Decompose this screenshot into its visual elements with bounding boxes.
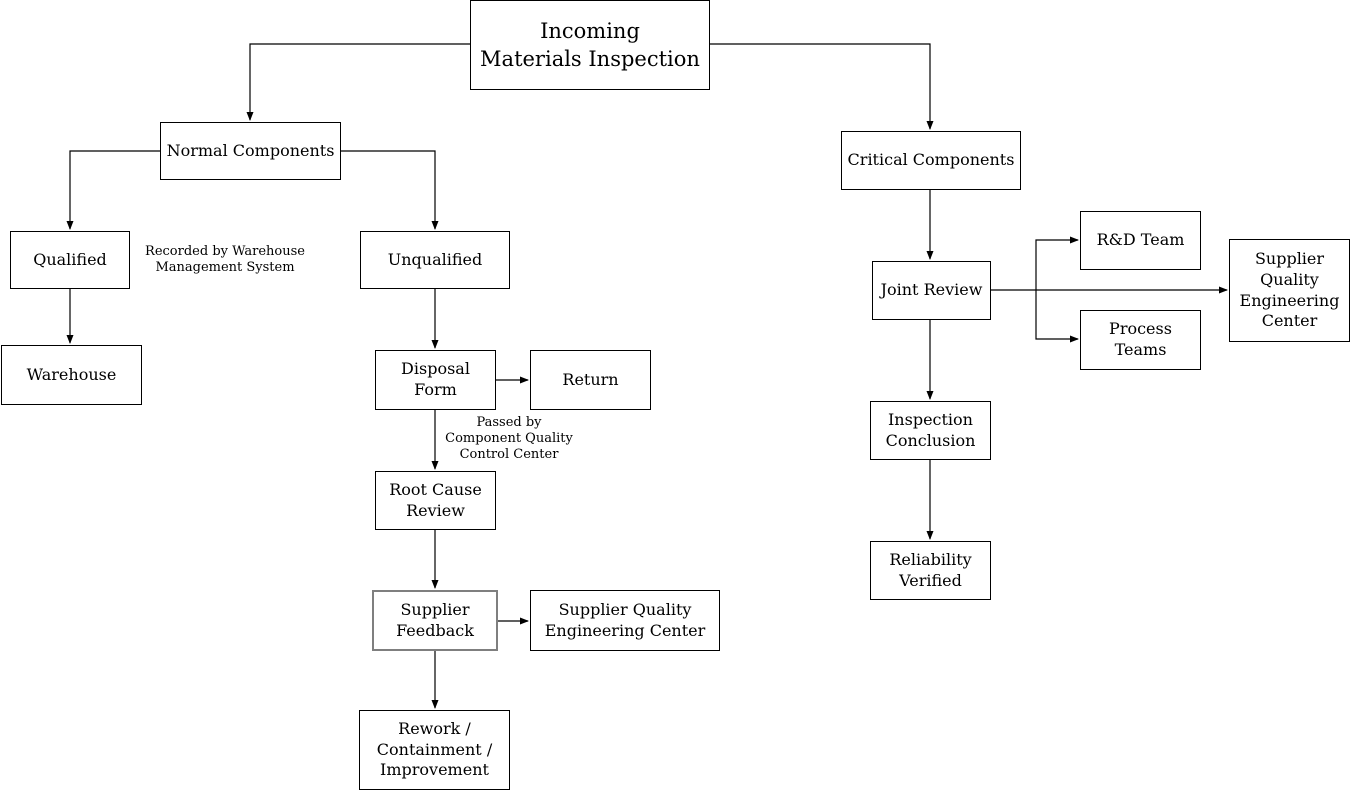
node-label: Inspection Conclusion (885, 409, 976, 450)
node-label: Supplier Quality Engineering Center (1239, 248, 1340, 331)
node-supplier-quality-engineering-center-left: Supplier Quality Engineering Center (530, 590, 720, 651)
node-rework-containment-improvement: Rework / Containment / Improvement (359, 710, 510, 790)
edge-branch-to-rd-team (1035, 236, 1079, 290)
edge-normal-to-unqualified (341, 150, 439, 230)
node-normal-components: Normal Components (160, 122, 341, 180)
node-reliability-verified: Reliability Verified (870, 541, 991, 600)
node-label: Incoming Materials Inspection (480, 18, 700, 71)
node-label: Joint Review (880, 280, 983, 300)
node-label: Root Cause Review (389, 479, 482, 520)
node-label: Critical Components (847, 150, 1015, 170)
node-label: Normal Components (166, 140, 335, 160)
node-label: Qualified (33, 249, 107, 269)
node-rd-team: R&D Team (1080, 211, 1201, 270)
node-label: Supplier Feedback (396, 599, 474, 640)
node-label: Process Teams (1109, 319, 1172, 359)
node-root-cause-review: Root Cause Review (375, 471, 496, 530)
node-qualified: Qualified (10, 231, 130, 289)
edge-normal-to-qualified (66, 150, 160, 230)
node-incoming-materials-inspection: Incoming Materials Inspection (470, 0, 710, 90)
node-label: Reliability Verified (889, 549, 972, 590)
node-label: Supplier Quality Engineering Center (544, 599, 706, 640)
edge-incoming-to-normal (246, 43, 470, 121)
node-supplier-feedback: Supplier Feedback (372, 590, 498, 651)
node-label: Warehouse (26, 364, 117, 384)
edge-branch-to-process-teams (1035, 290, 1079, 343)
annotation-recorded-by-warehouse: Recorded by Warehouse Management System (145, 244, 305, 275)
node-label: Unqualified (387, 249, 483, 269)
node-unqualified: Unqualified (360, 231, 510, 289)
node-label: Return (562, 369, 619, 389)
node-supplier-quality-engineering-center-right: Supplier Quality Engineering Center (1229, 239, 1350, 342)
edge-incoming-to-critical (710, 43, 934, 130)
node-label: Disposal Form (401, 359, 470, 399)
node-label: Rework / Containment / Improvement (376, 718, 493, 780)
node-joint-review: Joint Review (872, 261, 991, 320)
node-critical-components: Critical Components (841, 131, 1021, 190)
node-process-teams: Process Teams (1080, 310, 1201, 370)
node-return: Return (530, 350, 651, 410)
node-label: R&D Team (1096, 230, 1185, 250)
annotation-passed-by-component-quality: Passed by Component Quality Control Cent… (445, 415, 573, 462)
node-warehouse: Warehouse (1, 345, 142, 405)
node-inspection-conclusion: Inspection Conclusion (870, 401, 991, 460)
node-disposal-form: Disposal Form (375, 350, 496, 410)
